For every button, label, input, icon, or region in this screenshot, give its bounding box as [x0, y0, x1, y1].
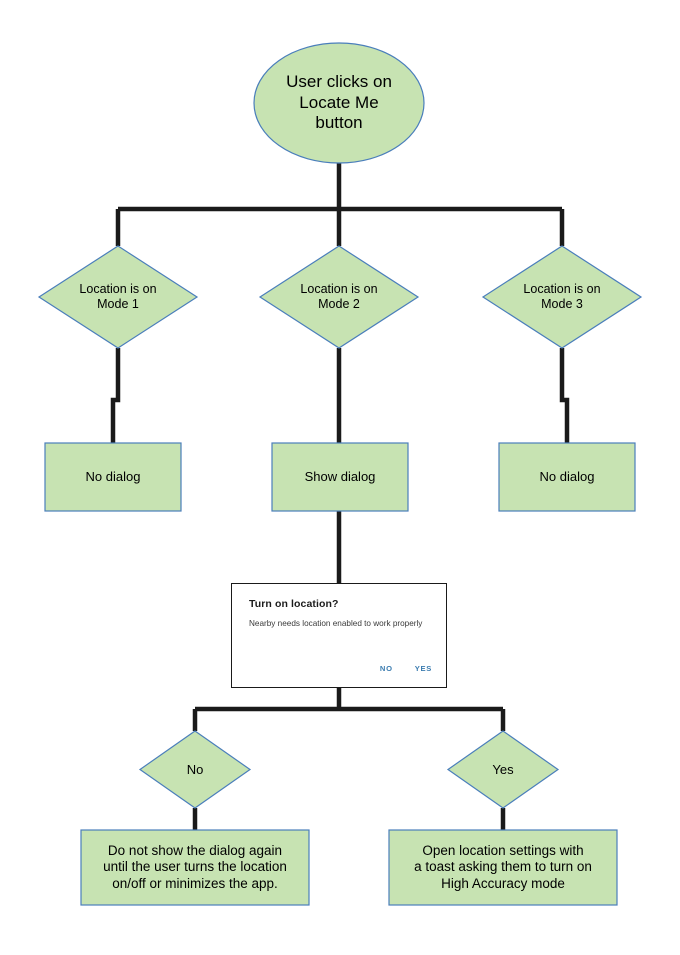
result-box-1-shape [80, 829, 310, 906]
outcome-box-3-shape [498, 442, 636, 512]
connector-decision-3-to-box-3 [559, 348, 570, 443]
answer-node-yes-shape [446, 730, 560, 809]
outcome-box-1-shape [44, 442, 182, 512]
decision-node-3-shape [481, 245, 643, 349]
location-dialog: Turn on location? Nearby needs location … [231, 583, 447, 688]
decision-node-1-shape [37, 245, 199, 349]
nodes [37, 42, 643, 906]
dialog-no-button[interactable]: NO [379, 664, 393, 673]
start-node-shape [253, 42, 425, 164]
dialog-title: Turn on location? [249, 598, 339, 610]
connectors [110, 163, 570, 830]
dialog-body-text: Nearby needs location enabled to work pr… [249, 619, 423, 628]
outcome-box-2-shape [271, 442, 409, 512]
dialog-yes-button[interactable]: YES [414, 664, 432, 673]
answer-node-no-shape [138, 730, 252, 809]
result-box-2-shape [388, 829, 618, 906]
connector-decision-1-to-box-1 [110, 348, 121, 443]
dialog-action-bar: NO YES [380, 664, 432, 673]
decision-node-2-shape [258, 245, 420, 349]
